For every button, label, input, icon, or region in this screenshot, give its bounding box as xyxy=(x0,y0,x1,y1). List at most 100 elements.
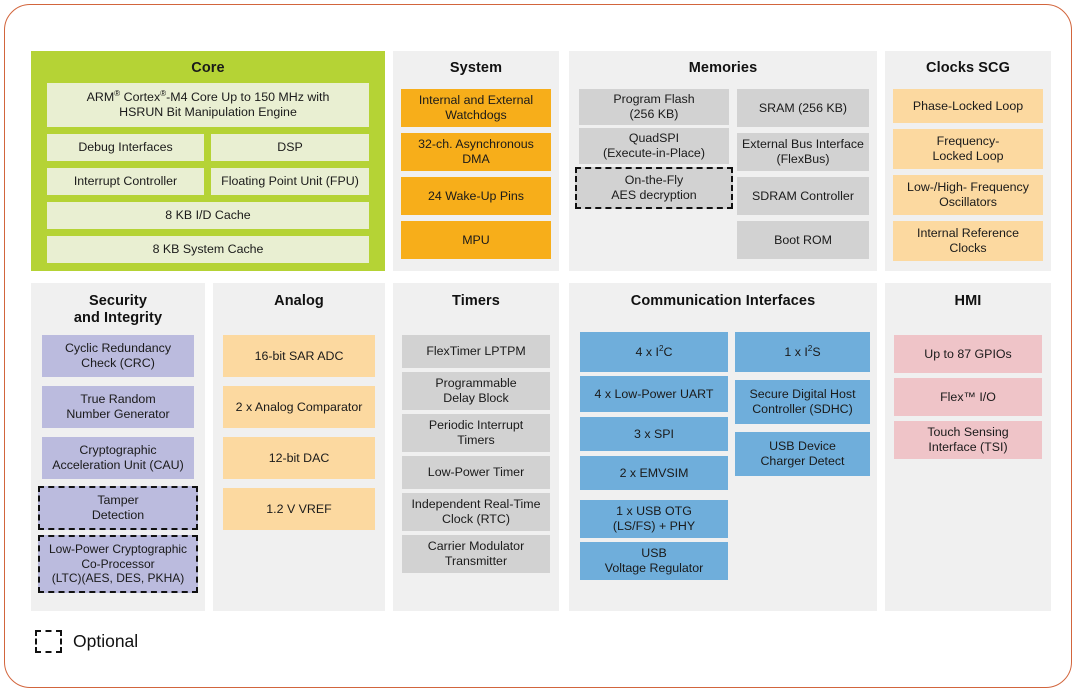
block-system-cache[interactable]: 8 KB System Cache xyxy=(47,236,369,263)
panel-title-system: System xyxy=(449,60,503,76)
block-vref[interactable]: 1.2 V VREF xyxy=(223,488,375,530)
block-interrupt-controller[interactable]: Interrupt Controller xyxy=(47,168,204,195)
block-label: Interrupt Controller xyxy=(73,174,178,189)
block-label: 1.2 V VREF xyxy=(266,501,332,516)
block-label: Debug Interfaces xyxy=(78,140,173,155)
block-floating-point-unit[interactable]: Floating Point Unit (FPU) xyxy=(211,168,369,195)
block-i2s[interactable]: 1 x I2S xyxy=(735,332,870,372)
panel-hmi: HMI Up to 87 GPIOs Flex™ I/O Touch Sensi… xyxy=(885,283,1051,611)
panel-communication-interfaces: Communication Interfaces 4 x I2C 4 x Low… xyxy=(569,283,877,611)
block-flexbus[interactable]: External Bus Interface(FlexBus) xyxy=(737,133,869,171)
block-spi[interactable]: 3 x SPI xyxy=(580,417,728,451)
block-label: SRAM (256 KB) xyxy=(758,100,848,115)
block-sar-adc[interactable]: 16-bit SAR ADC xyxy=(223,335,375,377)
block-label: 2 x EMVSIM xyxy=(619,465,689,480)
block-label: Boot ROM xyxy=(774,232,832,247)
block-flex-io[interactable]: Flex™ I/O xyxy=(894,378,1042,416)
block-low-power-uart[interactable]: 4 x Low-Power UART xyxy=(580,376,728,412)
block-label: 1 x USB OTG(LS/FS) + PHY xyxy=(612,504,696,533)
block-label: 4 x Low-Power UART xyxy=(594,386,714,401)
block-wakeup-pins[interactable]: 24 Wake-Up Pins xyxy=(401,177,551,215)
block-quadspi[interactable]: QuadSPI(Execute-in-Place) xyxy=(579,128,729,164)
block-label: Low-Power Timer xyxy=(427,465,525,480)
legend-optional-label: Optional xyxy=(73,631,139,651)
block-label: MPU xyxy=(462,232,490,247)
block-sdram-controller[interactable]: SDRAM Controller xyxy=(737,177,869,215)
block-boot-rom[interactable]: Boot ROM xyxy=(737,221,869,259)
block-program-flash[interactable]: Program Flash(256 KB) xyxy=(579,89,729,125)
block-label: 8 KB System Cache xyxy=(152,242,264,257)
panel-memories: Memories Program Flash(256 KB) QuadSPI(E… xyxy=(569,51,877,271)
block-usb-otg[interactable]: 1 x USB OTG(LS/FS) + PHY xyxy=(580,500,728,538)
block-id-cache[interactable]: 8 KB I/D Cache xyxy=(47,202,369,229)
block-label: 16-bit SAR ADC xyxy=(254,348,344,363)
block-i2c[interactable]: 4 x I2C xyxy=(580,332,728,372)
panel-title-communication: Communication Interfaces xyxy=(630,293,816,309)
block-sram[interactable]: SRAM (256 KB) xyxy=(737,89,869,127)
block-debug-interfaces[interactable]: Debug Interfaces xyxy=(47,134,204,161)
block-label: 1 x I2S xyxy=(784,343,821,359)
panel-title-hmi: HMI xyxy=(954,293,982,309)
block-mpu[interactable]: MPU xyxy=(401,221,551,259)
panel-clocks-scg: Clocks SCG Phase-Locked Loop Frequency-L… xyxy=(885,51,1051,271)
block-label: 4 x I2C xyxy=(635,343,673,359)
panel-core: Core ARM® Cortex®-M4 Core Up to 150 MHz … xyxy=(31,51,385,271)
block-label: FlexTimer LPTPM xyxy=(426,344,526,359)
dashed-box-swatch-icon xyxy=(35,630,62,653)
block-emvsim[interactable]: 2 x EMVSIM xyxy=(580,456,728,490)
panel-title-timers: Timers xyxy=(452,293,500,309)
block-dac[interactable]: 12-bit DAC xyxy=(223,437,375,479)
block-label: Flex™ I/O xyxy=(940,389,996,404)
panel-title-clocks-scg: Clocks SCG xyxy=(926,60,1010,76)
block-analog-comparator[interactable]: 2 x Analog Comparator xyxy=(223,386,375,428)
block-label: Program Flash(256 KB) xyxy=(613,92,695,121)
block-label: Floating Point Unit (FPU) xyxy=(221,174,359,189)
block-label: Frequency-Locked Loop xyxy=(932,134,1004,163)
block-low-power-timer[interactable]: Low-Power Timer xyxy=(402,456,550,489)
block-flextimer-lptpm[interactable]: FlexTimer LPTPM xyxy=(402,335,550,368)
block-dsp[interactable]: DSP xyxy=(211,134,369,161)
block-gpios[interactable]: Up to 87 GPIOs xyxy=(894,335,1042,373)
block-label: Up to 87 GPIOs xyxy=(924,346,1012,361)
block-phase-locked-loop[interactable]: Phase-Locked Loop xyxy=(893,89,1043,123)
block-label: 8 KB I/D Cache xyxy=(165,208,251,223)
legend: Optional xyxy=(35,630,138,653)
block-frequency-locked-loop[interactable]: Frequency-Locked Loop xyxy=(893,129,1043,169)
panel-analog: Analog 16-bit SAR ADC 2 x Analog Compara… xyxy=(213,283,385,611)
